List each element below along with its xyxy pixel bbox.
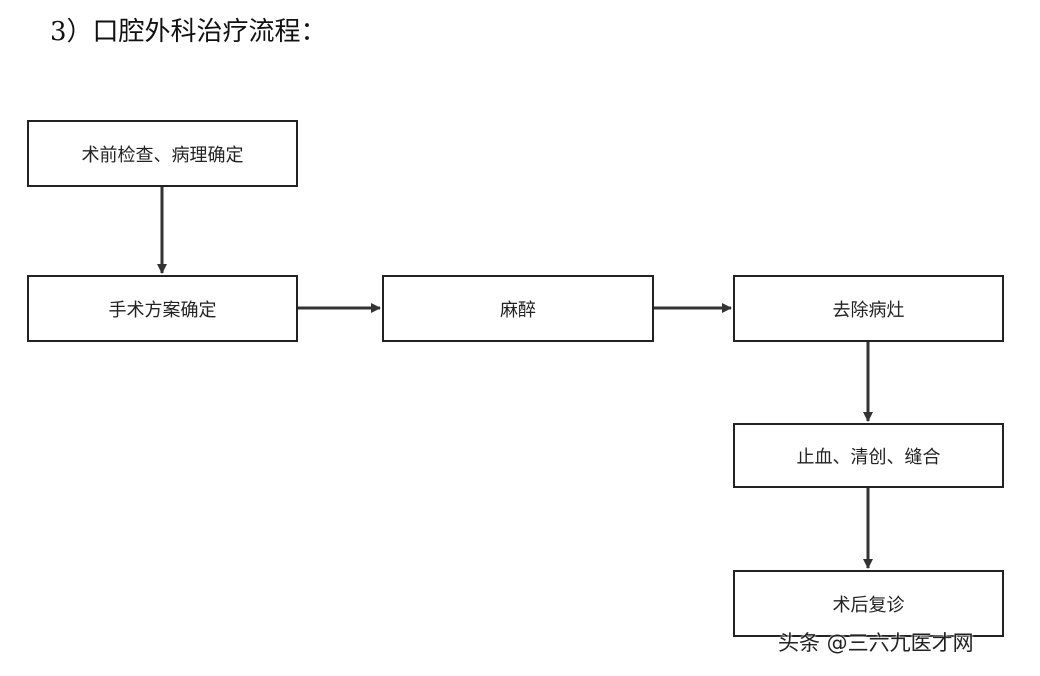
node-followup: 术后复诊 xyxy=(733,570,1004,637)
node-label: 手术方案确定 xyxy=(108,299,217,321)
node-preop-check: 术前检查、病理确定 xyxy=(27,120,298,187)
node-surgical-plan: 手术方案确定 xyxy=(27,275,298,342)
node-label: 术后复诊 xyxy=(832,594,905,616)
page-title: 3）口腔外科治疗流程： xyxy=(50,17,327,47)
node-label: 去除病灶 xyxy=(832,299,905,321)
node-label: 麻醉 xyxy=(500,299,536,321)
node-label: 止血、清创、缝合 xyxy=(796,446,941,468)
node-anesthesia: 麻醉 xyxy=(382,275,654,342)
watermark: 头条 @三六九医才网 xyxy=(778,631,974,655)
node-hemostasis: 止血、清创、缝合 xyxy=(733,423,1004,488)
node-remove-lesion: 去除病灶 xyxy=(733,275,1004,342)
node-label: 术前检查、病理确定 xyxy=(81,144,244,166)
